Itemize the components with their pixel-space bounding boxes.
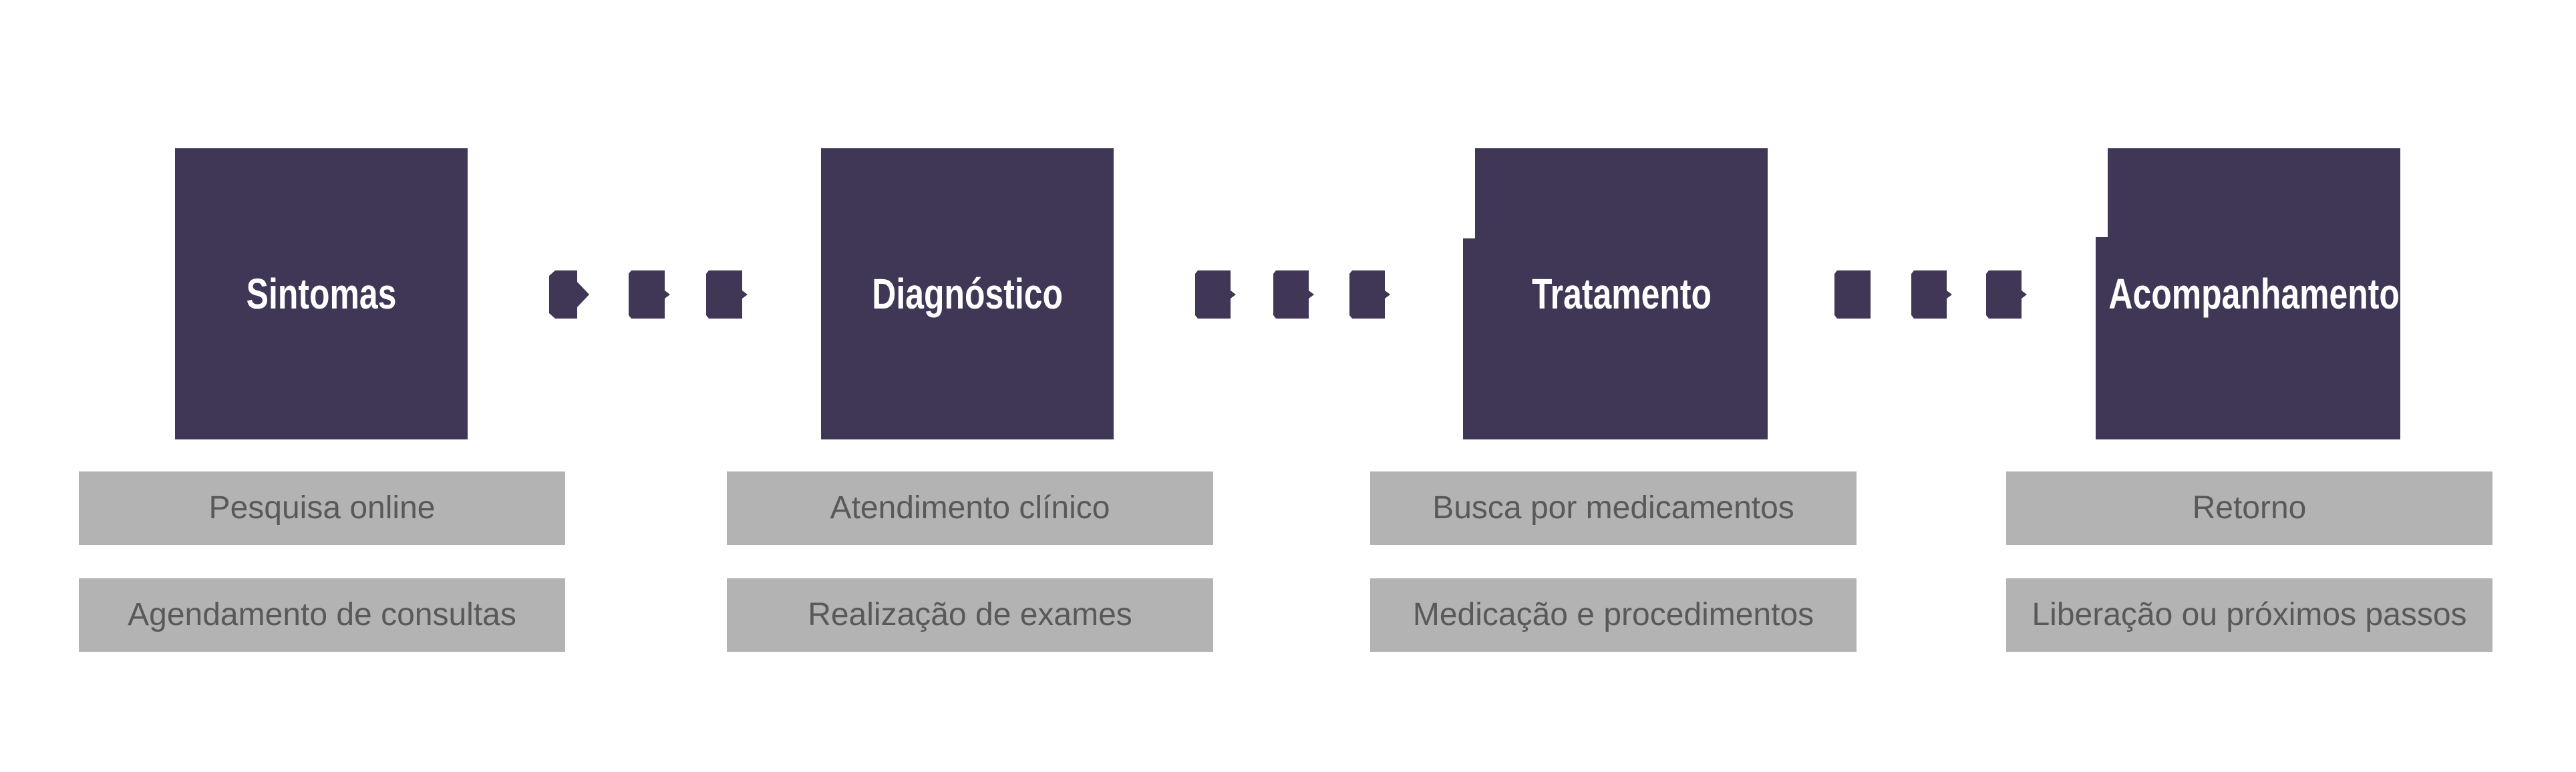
stage-box: Diagnóstico [821, 148, 1114, 439]
stage-item-bar: Busca por medicamentos [1370, 471, 1857, 545]
stage-item-label: Busca por medicamentos [1432, 490, 1794, 526]
arrow-dash-icon [1834, 270, 1871, 319]
stage-item-bar: Liberação ou próximos passos [2006, 578, 2492, 652]
stage-item-bar: Atendimento clínico [727, 471, 1213, 545]
stage-item-label: Medicação e procedimentos [1412, 597, 1814, 632]
arrow-dash-icon [1911, 270, 1947, 319]
arrow-dash-icon [1273, 270, 1309, 319]
stage-title: Tratamento [1531, 270, 1712, 318]
stage-title: Acompanhamento [2108, 270, 2400, 318]
arrow-dash-icon [549, 270, 577, 319]
stage-title: Diagnóstico [872, 270, 1063, 318]
stage-item-label: Pesquisa online [208, 490, 436, 526]
stage-item-bar: Realização de exames [727, 578, 1213, 652]
stage-item-label: Retorno [2192, 490, 2307, 526]
stage-item-bar: Pesquisa online [79, 471, 565, 545]
stage-item-label: Atendimento clínico [830, 490, 1110, 526]
stage-item-label: Liberação ou próximos passos [2032, 597, 2467, 632]
arrow-dash-icon [1195, 270, 1231, 319]
stage-box: Acompanhamento [2096, 148, 2400, 439]
stage-title: Sintomas [246, 270, 397, 318]
arrow-dash-icon [1349, 270, 1385, 319]
stage-box-left-tab [2096, 237, 2108, 439]
stage-item-bar: Retorno [2006, 471, 2492, 545]
stage-box: Tratamento [1463, 148, 1768, 439]
stage-item-bar: Agendamento de consultas [79, 578, 565, 652]
arrow-dash-icon [706, 270, 742, 319]
arrow-dash-icon [1986, 270, 2022, 319]
arrow-dash-icon [629, 270, 665, 319]
stage-item-bar: Medicação e procedimentos [1370, 578, 1857, 652]
stage-item-label: Agendamento de consultas [128, 597, 516, 632]
stage-box: Sintomas [175, 148, 468, 439]
stage-box-left-tab [1463, 238, 1475, 439]
stage-item-label: Realização de exames [808, 597, 1132, 632]
